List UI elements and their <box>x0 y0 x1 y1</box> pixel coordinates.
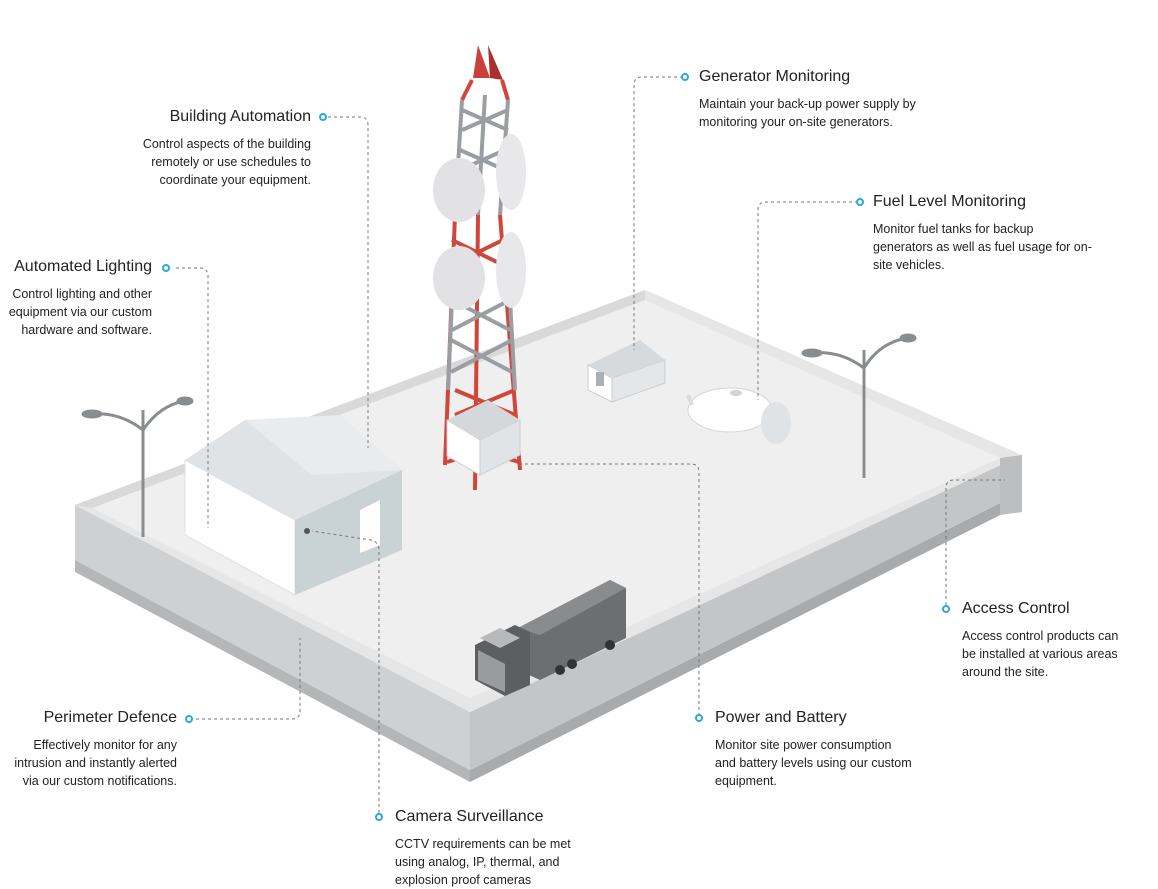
marker-perimeter-defence <box>185 715 193 723</box>
marker-fuel-level-monitoring <box>856 198 864 206</box>
callout-title: Access Control <box>962 600 1070 617</box>
callout-title: Building Automation <box>169 108 311 125</box>
building <box>184 415 402 596</box>
street-light-left <box>81 396 194 537</box>
callout-markers <box>162 73 950 821</box>
callout-title: Automated Lighting <box>14 258 152 275</box>
marker-building-automation <box>319 113 327 121</box>
callout-title: Perimeter Defence <box>43 709 177 726</box>
generator <box>587 340 666 403</box>
callout-description: Maintain your back-up power supply by mo… <box>699 97 916 129</box>
truck <box>475 580 626 696</box>
callout-access-control: Access Control Access control products c… <box>962 599 1122 681</box>
leader-lines <box>176 76 1005 813</box>
callout-description: Monitor site power consumption and batte… <box>715 738 912 788</box>
site-platform <box>75 290 1022 782</box>
telecom-tower <box>433 45 526 491</box>
callout-description: Access control products can be installed… <box>962 629 1119 679</box>
callout-description: Effectively monitor for any intrusion an… <box>14 738 177 788</box>
marker-camera-surveillance <box>375 813 383 821</box>
callout-description: Monitor fuel tanks for backup generators… <box>873 222 1092 272</box>
callout-generator-monitoring: Generator Monitoring Maintain your back-… <box>699 67 939 131</box>
callout-building-automation: Building Automation Control aspects of t… <box>111 107 311 189</box>
street-light-right <box>801 333 917 478</box>
callout-description: Control lighting and other equipment via… <box>8 287 152 337</box>
fuel-tank <box>686 387 791 444</box>
callout-title: Camera Surveillance <box>395 808 544 825</box>
callout-description: Control aspects of the building remotely… <box>142 137 311 187</box>
callout-title: Fuel Level Monitoring <box>873 193 1026 210</box>
marker-power-and-battery <box>695 714 703 722</box>
callout-title: Power and Battery <box>715 709 847 726</box>
marker-automated-lighting <box>162 264 170 272</box>
marker-access-control <box>942 605 950 613</box>
callout-fuel-level-monitoring: Fuel Level Monitoring Monitor fuel tanks… <box>873 192 1093 274</box>
callout-automated-lighting: Automated Lighting Control lighting and … <box>0 257 152 339</box>
marker-generator-monitoring <box>681 73 689 81</box>
callout-description: CCTV requirements can be met using analo… <box>395 837 571 887</box>
callout-camera-surveillance: Camera Surveillance CCTV requirements ca… <box>395 807 590 889</box>
callout-power-and-battery: Power and Battery Monitor site power con… <box>715 708 915 790</box>
callout-perimeter-defence: Perimeter Defence Effectively monitor fo… <box>7 708 177 790</box>
callout-title: Generator Monitoring <box>699 68 851 85</box>
